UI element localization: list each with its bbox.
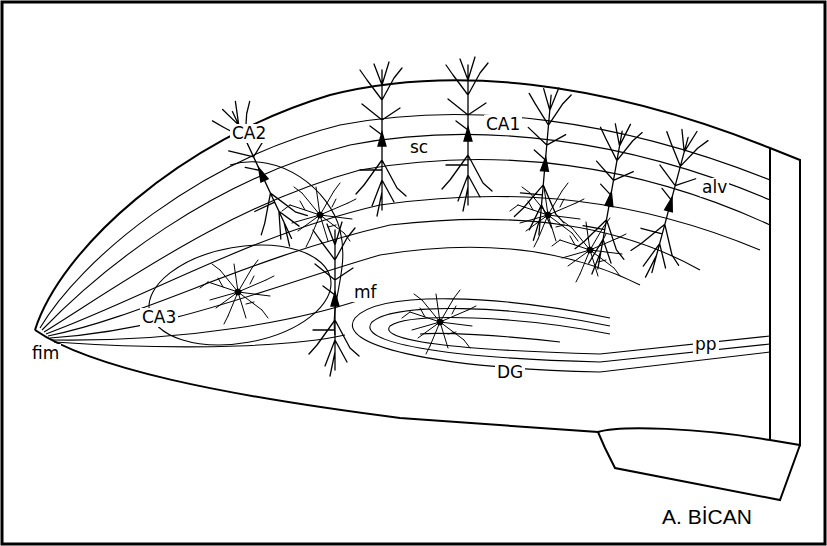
region-label: CA3 xyxy=(140,308,178,327)
region-label: CA1 xyxy=(484,115,522,134)
tract-label: mf xyxy=(352,283,379,302)
tract-label: sc xyxy=(408,138,430,157)
tract-label: alv xyxy=(700,178,729,197)
tract-label: pp xyxy=(693,335,719,354)
region-label: DG xyxy=(495,363,525,382)
region-label: CA2 xyxy=(230,124,268,143)
signature: A. BİCAN xyxy=(660,505,754,528)
tract-label: fim xyxy=(30,344,61,363)
